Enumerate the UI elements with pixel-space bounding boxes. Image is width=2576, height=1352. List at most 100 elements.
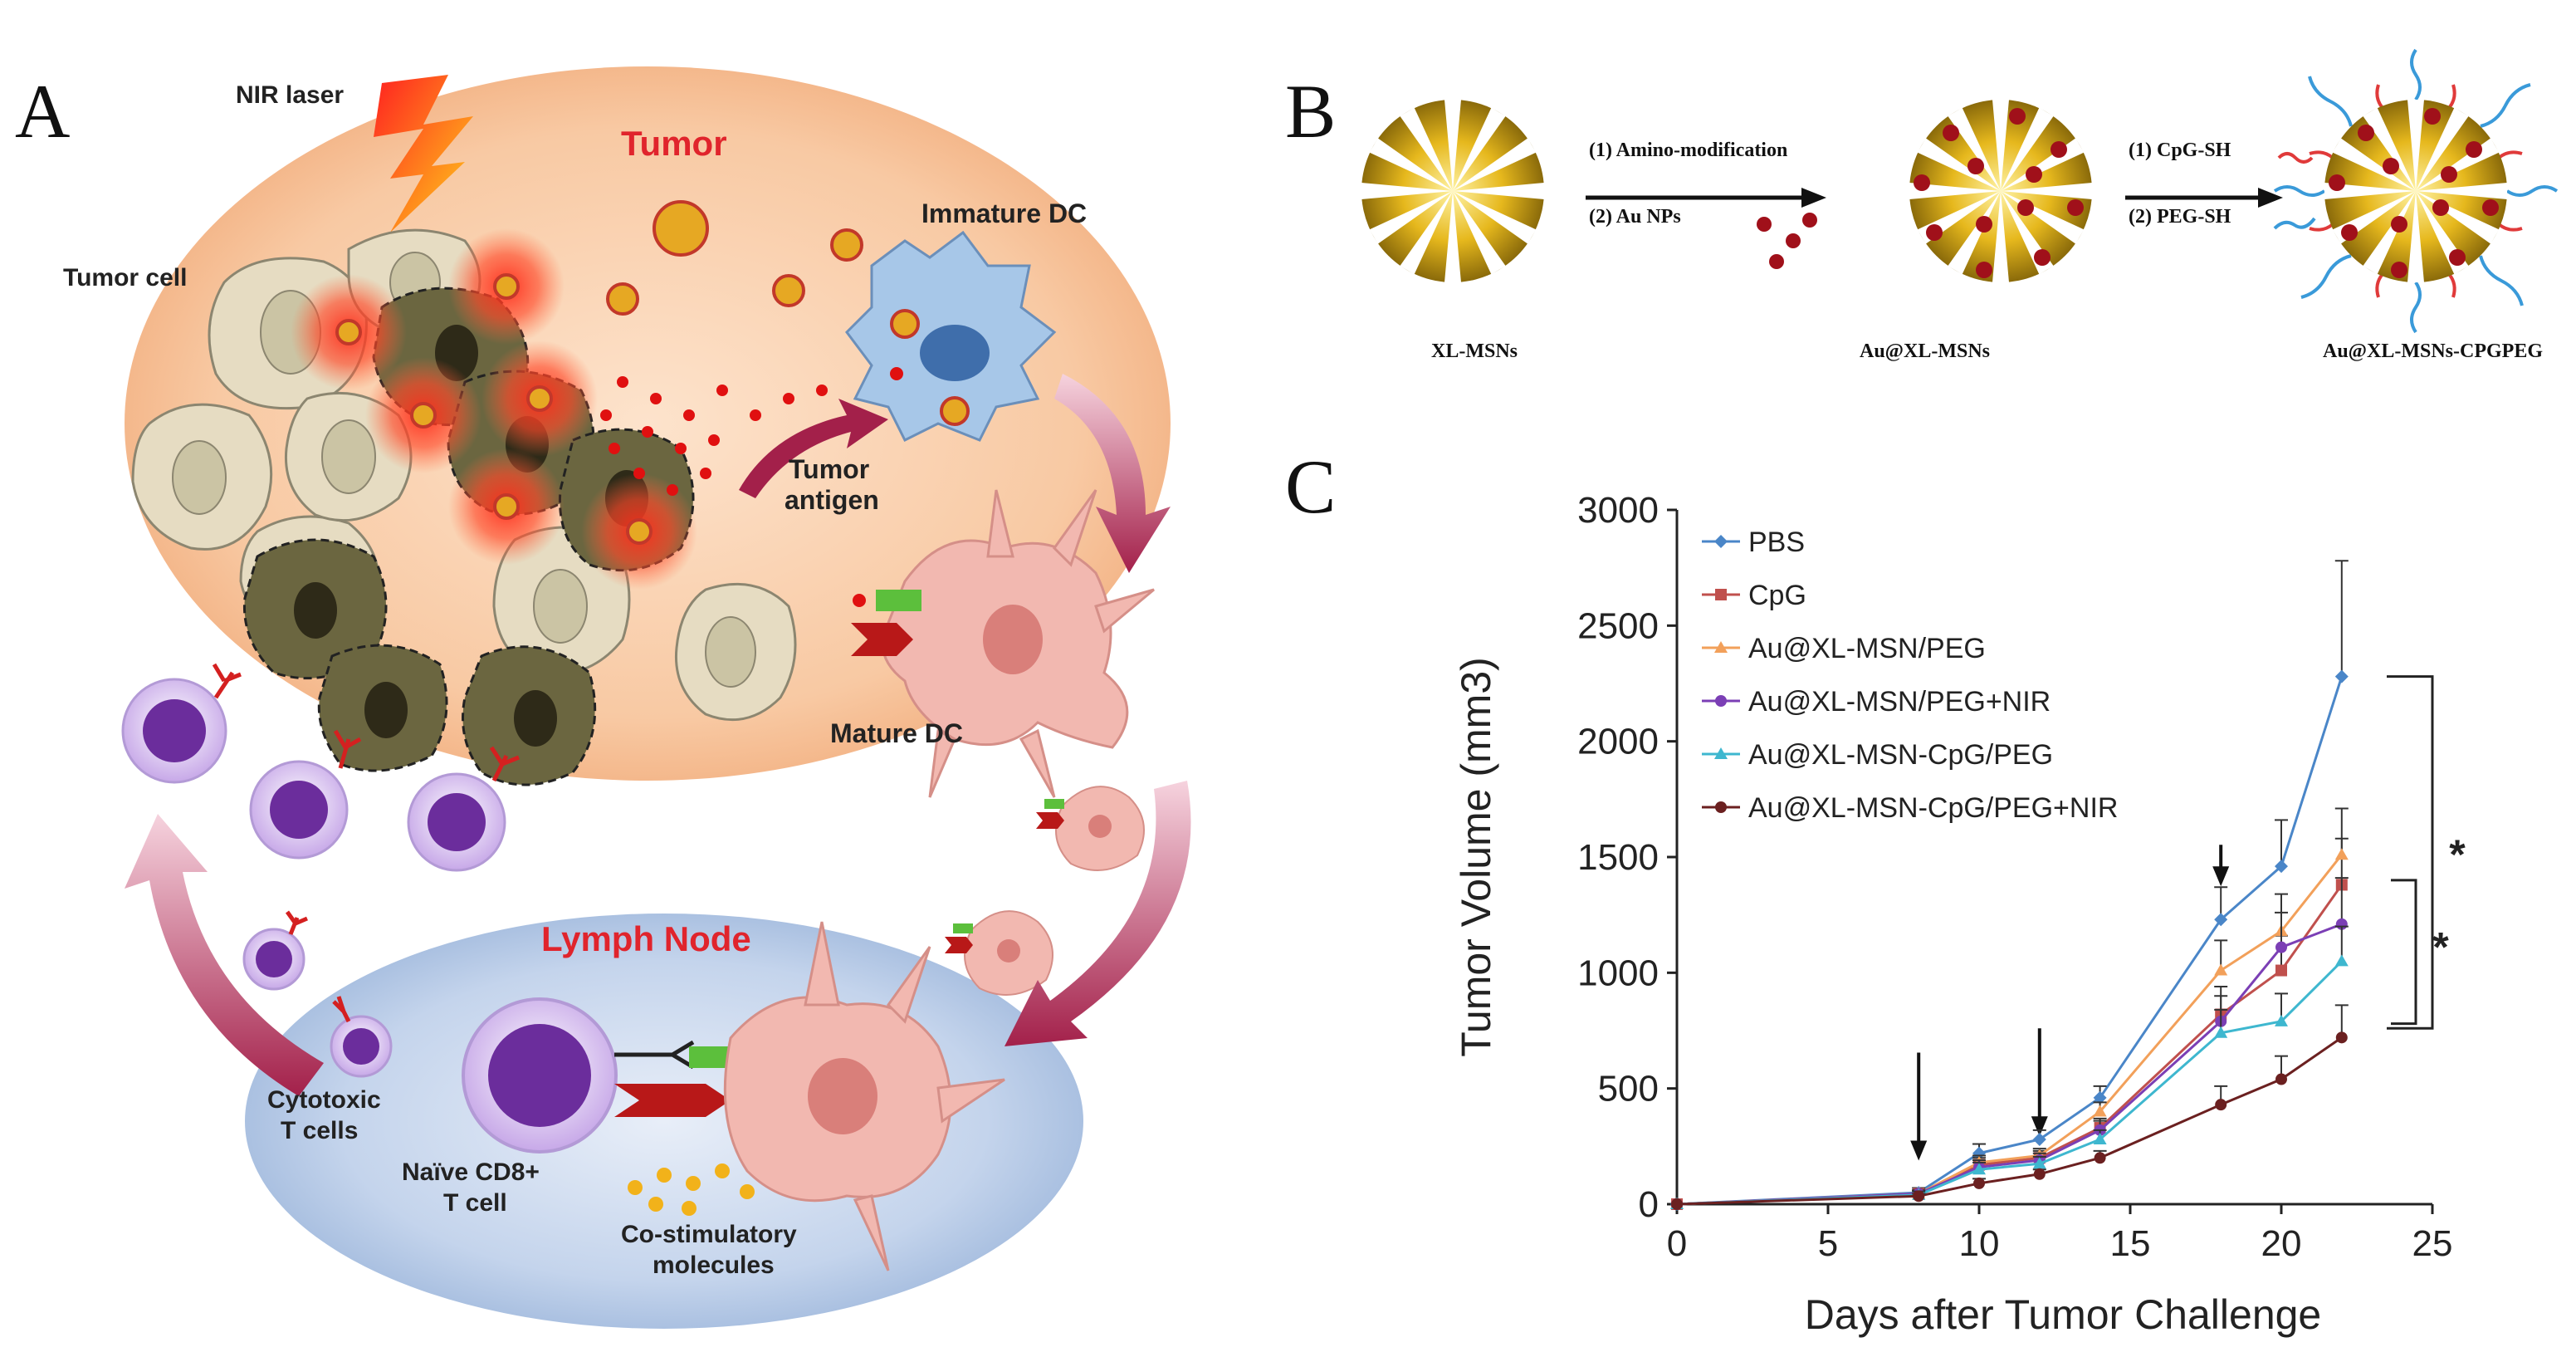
data-point bbox=[2214, 1026, 2228, 1038]
maturation-arrow bbox=[1054, 374, 1171, 573]
legend-swatch-marker bbox=[1715, 589, 1727, 600]
y-tick-label: 1500 bbox=[1577, 837, 1659, 878]
au-xl-msn-particle bbox=[1909, 100, 2092, 282]
significance-star: * bbox=[2449, 831, 2466, 878]
cytotoxic-t-cells bbox=[121, 678, 506, 1078]
data-point bbox=[2032, 1132, 2046, 1146]
y-tick-label: 0 bbox=[1639, 1184, 1659, 1225]
significance-bracket bbox=[2391, 879, 2417, 1026]
nir-laser-icon bbox=[374, 75, 473, 233]
series-line bbox=[1676, 1036, 2343, 1206]
series-line bbox=[1676, 884, 2344, 1206]
data-point bbox=[1671, 1198, 1683, 1210]
data-point bbox=[2275, 860, 2288, 874]
panel-b-letter: B bbox=[1285, 69, 1337, 154]
xl-msns-label: XL-MSNs bbox=[1431, 340, 1518, 362]
y-tick-label: 2500 bbox=[1577, 605, 1659, 646]
costim-label-1: Co-stimulatory bbox=[621, 1221, 797, 1248]
cytotoxic-label-2: T cells bbox=[281, 1117, 359, 1144]
legend-swatch-marker bbox=[1714, 747, 1728, 759]
tumor-cell-label: Tumor cell bbox=[63, 264, 188, 291]
data-point bbox=[2093, 1090, 2107, 1105]
costimulatory-molecules bbox=[628, 1163, 755, 1216]
tumor-antigen-label-2: antigen bbox=[785, 485, 879, 515]
step1-label-b: (2) Au NPs bbox=[1589, 206, 1681, 228]
data-point bbox=[2334, 848, 2349, 860]
data-point bbox=[1972, 1146, 1986, 1160]
costim-label-2: molecules bbox=[653, 1252, 775, 1279]
legend-swatch-marker bbox=[1715, 695, 1727, 707]
x-tick-label: 0 bbox=[1667, 1223, 1687, 1264]
data-point bbox=[2032, 1157, 2046, 1169]
panel-c-letter: C bbox=[1285, 444, 1337, 529]
x-axis-title: Days after Tumor Challenge bbox=[1805, 1291, 2322, 1338]
nanoparticles bbox=[335, 200, 863, 545]
legend-entry: CpG bbox=[1748, 580, 1806, 611]
step2-label-b: (2) PEG-SH bbox=[2129, 206, 2231, 228]
antigen-dots bbox=[600, 376, 828, 496]
data-point bbox=[2275, 1014, 2288, 1026]
tumor-antigen-label-1: Tumor bbox=[789, 454, 870, 484]
y-tick-label: 2000 bbox=[1577, 722, 1659, 762]
data-point bbox=[2093, 1132, 2107, 1144]
legend-entry: Au@XL-MSN-CpG/PEG+NIR bbox=[1748, 792, 2118, 824]
data-point bbox=[2214, 913, 2228, 927]
significance-star: * bbox=[2432, 923, 2449, 970]
data-point bbox=[2334, 669, 2349, 683]
immature-dc-label: Immature DC bbox=[921, 198, 1088, 228]
data-point bbox=[2215, 1099, 2227, 1111]
data-point bbox=[2275, 964, 2287, 977]
data-point bbox=[1973, 1177, 1985, 1189]
data-point bbox=[2275, 1073, 2287, 1085]
au-xl-msns-label: Au@XL-MSNs bbox=[1860, 340, 1991, 362]
au-xl-msn-cpgpeg-particle bbox=[2273, 48, 2559, 334]
data-point bbox=[2033, 1168, 2046, 1180]
series-line bbox=[1676, 676, 2344, 1206]
injection-arrowhead bbox=[2212, 866, 2230, 887]
naive-t-cell-label-1: Naïve CD8+ bbox=[402, 1159, 540, 1186]
x-tick-label: 10 bbox=[1959, 1223, 2000, 1264]
panel-b-scheme bbox=[1361, 48, 2559, 334]
injection-arrowhead bbox=[2031, 1116, 2048, 1137]
series-line bbox=[1676, 960, 2343, 1206]
tumor-label: Tumor bbox=[621, 124, 727, 163]
x-tick-label: 5 bbox=[1818, 1223, 1838, 1264]
significance-bracket bbox=[2387, 675, 2434, 1030]
data-point bbox=[1972, 1163, 1986, 1175]
panel-a-letter: A bbox=[15, 69, 71, 154]
au-xl-msns-cpgpeg-label: Au@XL-MSNs-CPGPEG bbox=[2323, 340, 2543, 362]
injection-arrowhead bbox=[1910, 1140, 1928, 1161]
y-axis-title: Tumor Volume (mm3) bbox=[1453, 657, 1499, 1057]
legend-entry: Au@XL-MSN/PEG+NIR bbox=[1748, 686, 2051, 718]
naive-t-cell-label-2: T cell bbox=[443, 1189, 507, 1217]
legend-swatch-marker bbox=[1714, 535, 1728, 548]
data-point bbox=[2335, 1031, 2348, 1044]
nir-laser-label: NIR laser bbox=[236, 81, 345, 109]
step2-label-a: (1) CpG-SH bbox=[2129, 140, 2231, 161]
activation-arrow bbox=[125, 814, 324, 1096]
legend-entry: PBS bbox=[1748, 527, 1805, 558]
data-point bbox=[2275, 941, 2287, 953]
lymph-node-label: Lymph Node bbox=[541, 919, 751, 958]
panel-a-illustration bbox=[121, 66, 1191, 1329]
xl-msn-particle bbox=[1361, 100, 1544, 282]
mature-dc-label: Mature DC bbox=[830, 718, 964, 748]
legend-entry: Au@XL-MSN-CpG/PEG bbox=[1748, 739, 2053, 771]
legend-swatch-marker bbox=[1714, 641, 1728, 653]
legend-swatch-marker bbox=[1715, 801, 1727, 813]
dc-nanoparticle bbox=[890, 309, 920, 339]
x-tick-label: 20 bbox=[2261, 1223, 2302, 1264]
y-tick-label: 3000 bbox=[1577, 490, 1659, 531]
antigen-arrow bbox=[739, 399, 888, 498]
cytotoxic-label-1: Cytotoxic bbox=[267, 1086, 381, 1114]
step1-label-a: (1) Amino-modification bbox=[1589, 140, 1788, 161]
data-point bbox=[2093, 1105, 2107, 1117]
data-point bbox=[2214, 963, 2228, 976]
x-tick-label: 15 bbox=[2110, 1223, 2151, 1264]
y-tick-label: 1000 bbox=[1577, 953, 1659, 993]
migration-arrow bbox=[1004, 781, 1191, 1046]
legend-entry: Au@XL-MSN/PEG bbox=[1748, 633, 1986, 664]
data-point bbox=[1913, 1190, 1925, 1203]
data-point bbox=[2094, 1152, 2106, 1164]
